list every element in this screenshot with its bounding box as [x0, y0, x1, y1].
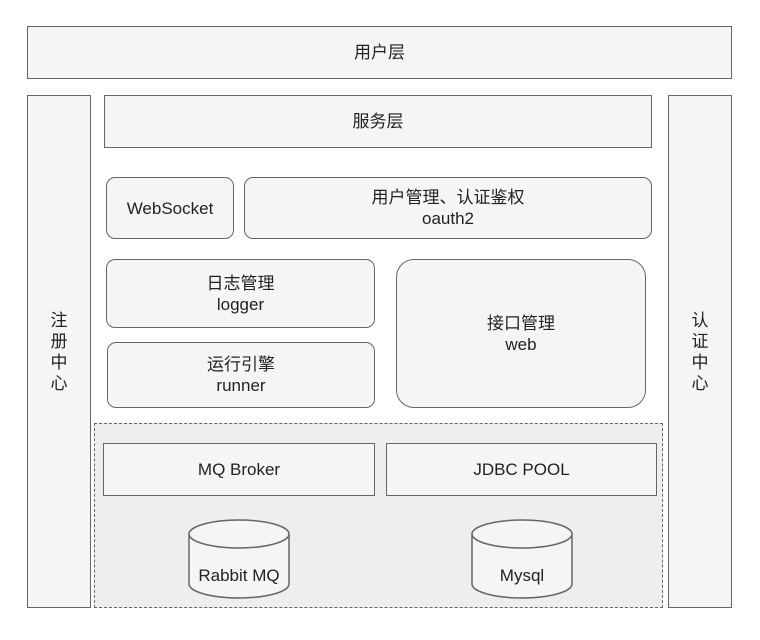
registry-center-box: 注 册 中 心	[27, 95, 91, 608]
auth-center-label: 认 证 中 心	[692, 310, 709, 394]
user-auth-subtitle: oauth2	[422, 209, 474, 228]
auth-center-char: 认	[691, 310, 709, 330]
mq-broker-box: MQ Broker	[103, 443, 375, 496]
auth-center-char: 心	[691, 373, 709, 393]
api-management-box: 接口管理 web	[396, 259, 646, 408]
user-auth-box: 用户管理、认证鉴权 oauth2	[244, 177, 652, 239]
api-management-subtitle: web	[505, 334, 537, 354]
runtime-engine-subtitle: runner	[216, 376, 266, 395]
runtime-engine-box: 运行引擎 runner	[107, 342, 375, 408]
logging-box: 日志管理 logger	[106, 259, 375, 328]
auth-center-char: 证	[691, 331, 709, 351]
api-management-title: 接口管理	[487, 313, 555, 333]
jdbc-pool-label: JDBC POOL	[473, 460, 570, 479]
registry-center-char: 册	[50, 331, 68, 351]
rabbitmq-database-icon	[188, 519, 290, 599]
registry-center-char: 心	[50, 373, 68, 393]
jdbc-pool-box: JDBC POOL	[386, 443, 657, 496]
registry-center-char: 中	[50, 352, 68, 372]
runtime-engine-title: 运行引擎	[207, 355, 275, 374]
logging-title: 日志管理	[206, 273, 275, 293]
registry-center-char: 注	[50, 310, 68, 330]
rabbitmq-label: Rabbit MQ	[198, 566, 280, 585]
registry-center-label: 注 册 中 心	[51, 310, 68, 394]
user-layer-label: 用户层	[354, 43, 405, 62]
logging-subtitle: logger	[216, 294, 265, 314]
service-layer-box: 服务层	[104, 95, 652, 148]
auth-center-box: 认 证 中 心	[668, 95, 732, 608]
user-layer-box: 用户层	[27, 26, 732, 79]
websocket-box: WebSocket	[106, 177, 234, 239]
auth-center-char: 中	[691, 352, 709, 372]
mysql-database-icon	[471, 519, 573, 599]
websocket-label: WebSocket	[126, 198, 214, 218]
mq-broker-label: MQ Broker	[197, 460, 281, 479]
user-auth-title: 用户管理、认证鉴权	[371, 188, 525, 207]
service-layer-label: 服务层	[352, 112, 404, 131]
mysql-label: Mysql	[499, 566, 545, 585]
